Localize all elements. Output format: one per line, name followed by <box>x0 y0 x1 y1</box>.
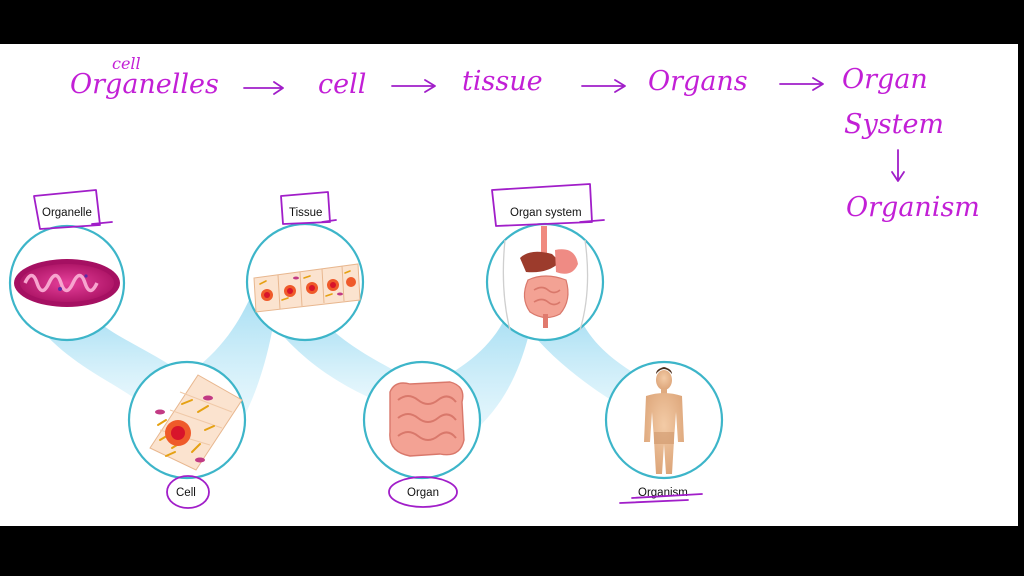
right-arrow-icon <box>243 81 284 95</box>
label-organ: Organ <box>407 487 439 499</box>
stage-organ: Organ <box>362 360 482 508</box>
note-cell-small: cell <box>112 54 141 73</box>
tissue-icon <box>253 263 361 313</box>
label-organ-system: Organ system <box>510 207 582 219</box>
right-arrow-icon <box>779 77 824 91</box>
stage-cell: Cell <box>127 360 247 509</box>
cell-icon <box>149 374 243 471</box>
right-arrow-icon <box>581 79 626 93</box>
down-arrow-icon <box>891 149 905 182</box>
digestive-system-icon <box>502 226 589 331</box>
organism-label-underline <box>619 493 703 504</box>
stage-tissue: Tissue <box>245 191 365 342</box>
organ-system-label-box <box>491 183 605 227</box>
organ-label-circle <box>388 476 458 508</box>
human-figure-icon <box>644 367 684 474</box>
label-cell: Cell <box>176 487 196 499</box>
label-tissue: Tissue <box>289 207 322 219</box>
handwritten-hierarchy: cell Organelles cell tissue Organs Organ… <box>70 54 980 223</box>
mitochondrion-icon <box>14 259 120 307</box>
hand-cell: cell <box>318 69 366 100</box>
right-arrow-icon <box>391 79 436 93</box>
cell-label-circle <box>166 475 210 509</box>
hand-organs: Organs <box>648 66 748 97</box>
stage-organ-system: Organ system <box>485 183 605 342</box>
stage-organism: Organism <box>604 360 724 504</box>
hand-organism: Organism <box>846 192 980 223</box>
hand-system: System <box>844 109 944 140</box>
hand-organelles: Organelles <box>70 69 219 100</box>
hand-tissue: tissue <box>462 66 543 97</box>
label-organelle: Organelle <box>42 207 92 219</box>
hand-organ: Organ <box>842 64 928 95</box>
organelle-label-box <box>33 189 113 230</box>
stage-organelle: Organelle <box>8 189 126 342</box>
intestine-icon <box>389 381 465 457</box>
tissue-label-box <box>280 191 337 225</box>
